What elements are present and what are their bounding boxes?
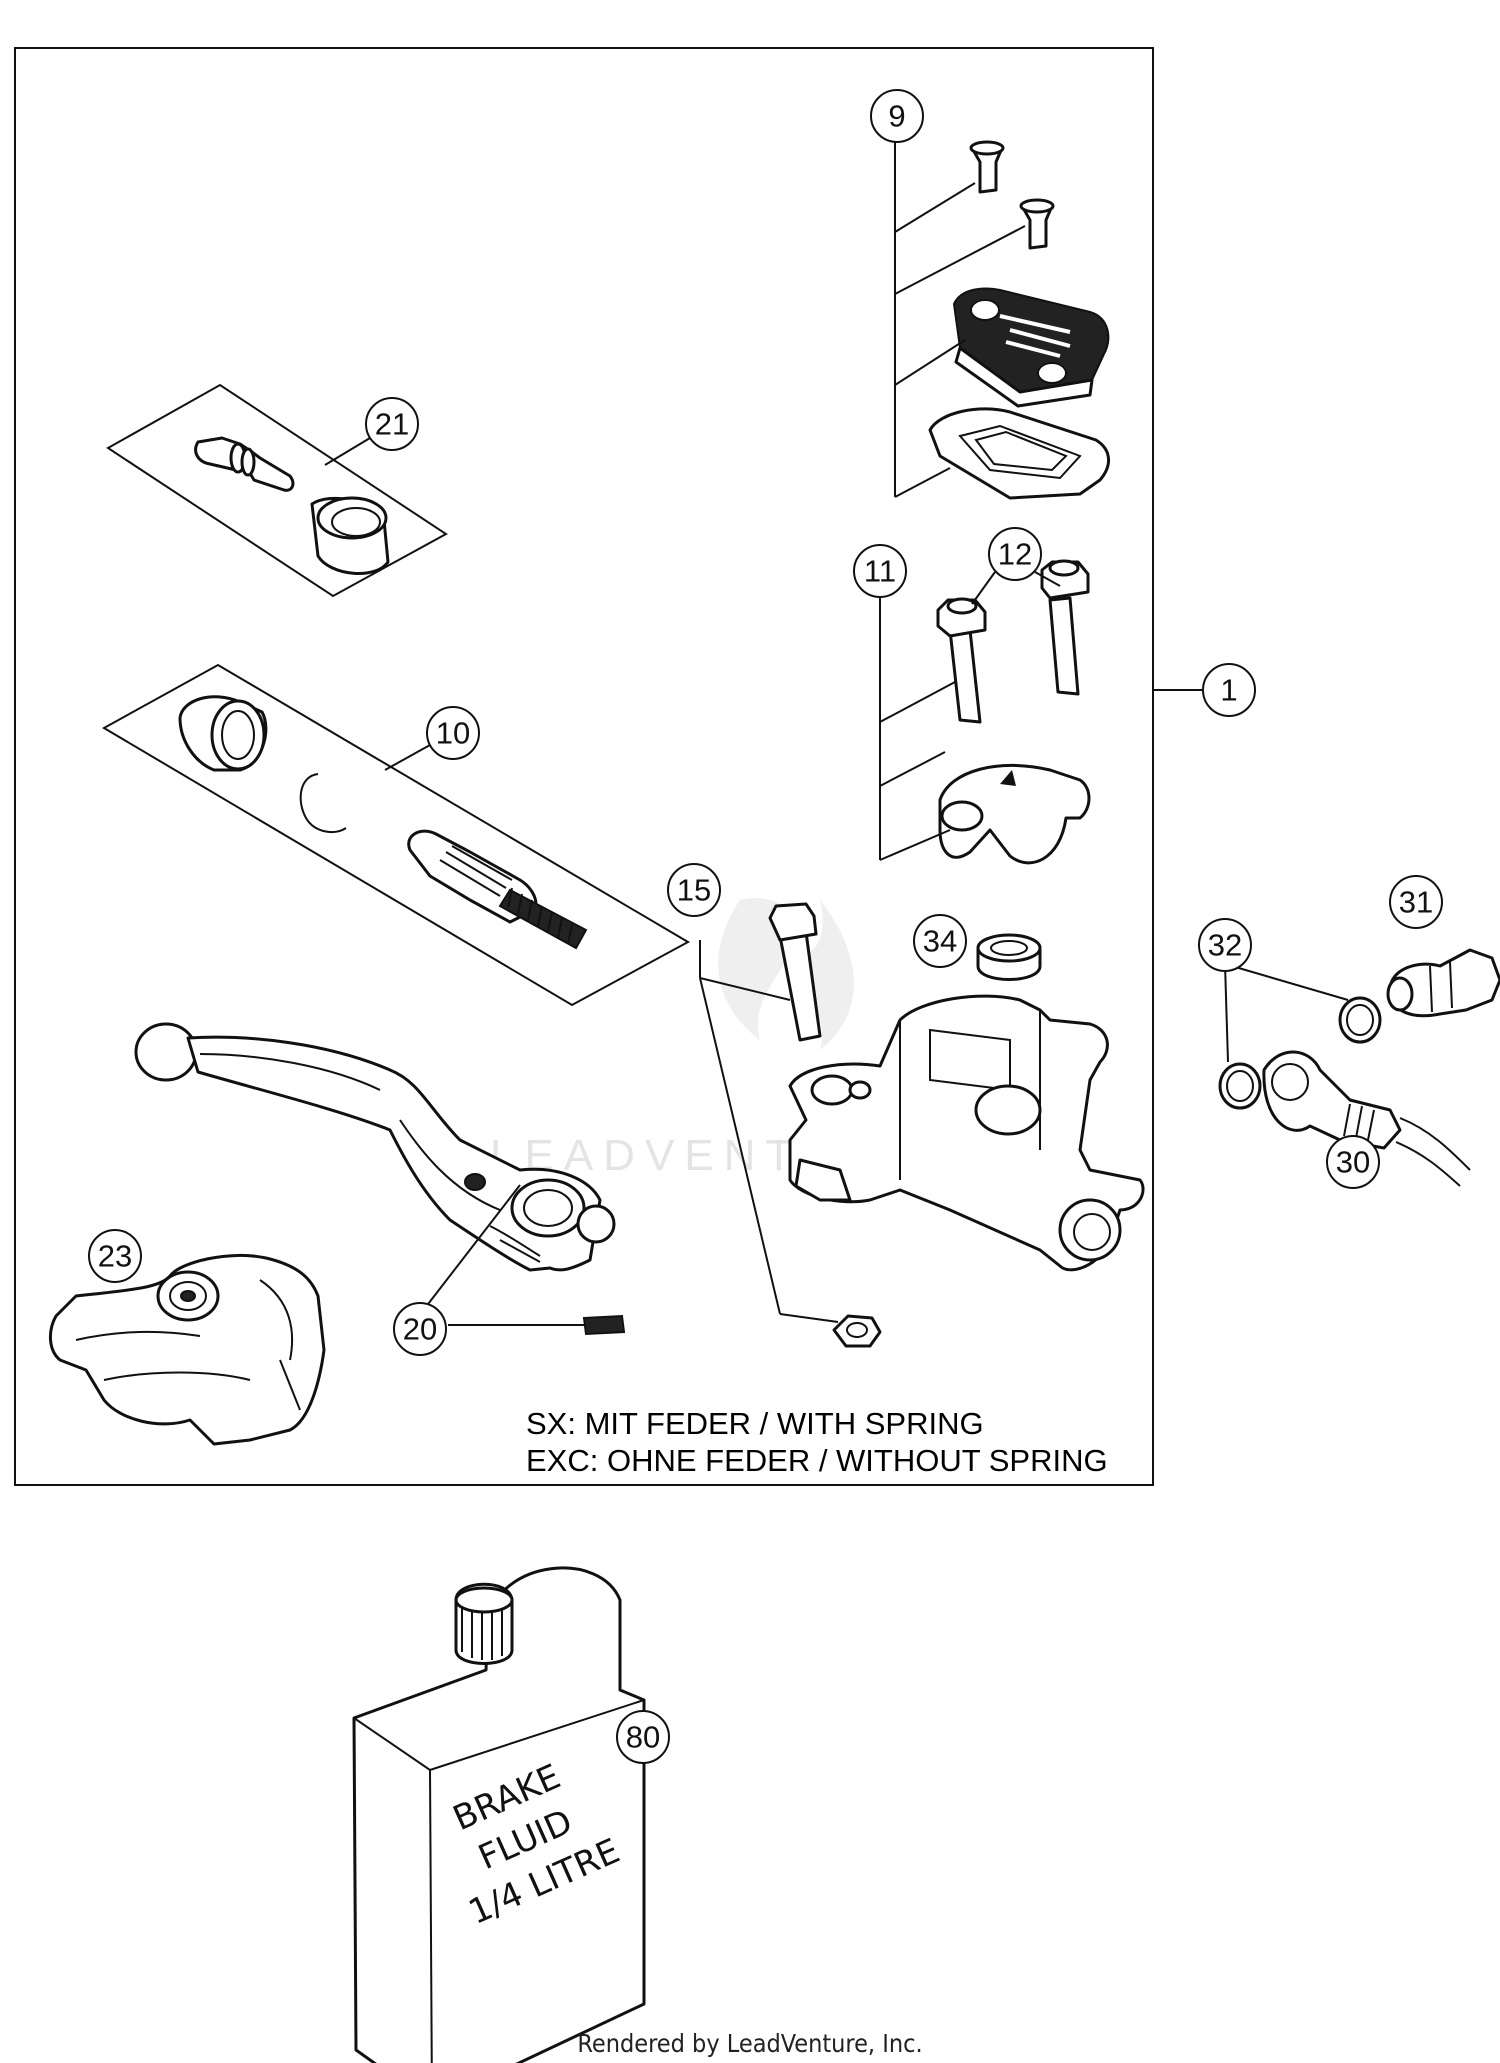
- callout-20: 20: [393, 1302, 447, 1356]
- callout-31: 31: [1389, 875, 1443, 929]
- assembly-frame: [14, 47, 1154, 1486]
- part-15-bolt: [768, 902, 882, 1348]
- callout-9: 9: [870, 89, 924, 143]
- callout-21: 21: [365, 397, 419, 451]
- part-9-kit: [928, 140, 1110, 500]
- leader-11a: [879, 681, 956, 723]
- callout-34: 34: [913, 914, 967, 968]
- part-10-kit: [101, 663, 691, 1007]
- part-11-12-clamp: [936, 559, 1091, 865]
- callout-12-label: 12: [998, 537, 1032, 572]
- part-34-cap: [976, 933, 1042, 981]
- leader-9d: [894, 467, 951, 498]
- leader-10: [384, 744, 431, 771]
- leader-15a: [699, 977, 791, 1001]
- part-80-brake-fluid: BRAKE FLUID 1/4 LITRE: [352, 1566, 646, 2063]
- callout-30: 30: [1326, 1135, 1380, 1189]
- footer-credit: Rendered by LeadVenture, Inc.: [577, 2029, 922, 2058]
- callout-1: 1: [1202, 663, 1256, 717]
- callout-32-label: 32: [1208, 928, 1242, 963]
- leader-15c: [699, 977, 781, 1315]
- leader-20b: [424, 1184, 521, 1309]
- callout-11-label: 11: [864, 554, 896, 589]
- callout-80: 80: [616, 1710, 670, 1764]
- leader-32a: [1224, 963, 1349, 1001]
- callout-15: 15: [667, 863, 721, 917]
- leader-15d: [779, 1313, 839, 1323]
- leader-11c: [879, 829, 951, 861]
- leader-9c: [894, 339, 966, 386]
- part-23-guard: [49, 1254, 326, 1446]
- callout-20-label: 20: [403, 1312, 437, 1347]
- callout-10: 10: [426, 706, 480, 760]
- callout-1-label: 1: [1220, 673, 1237, 708]
- leader-12a: [971, 571, 996, 605]
- callout-12: 12: [988, 527, 1042, 581]
- callout-9-label: 9: [888, 99, 905, 134]
- callout-11: 11: [853, 544, 907, 598]
- leader-9a: [894, 182, 976, 233]
- callout-10-label: 10: [436, 716, 470, 751]
- note-exc: EXC: OHNE FEDER / WITHOUT SPRING: [526, 1443, 1108, 1478]
- part-20-lever: [134, 1022, 626, 1336]
- callout-21-label: 21: [375, 407, 409, 442]
- callout-32: 32: [1198, 918, 1252, 972]
- leader-32b: [1224, 963, 1229, 1063]
- leader-12b: [1034, 571, 1061, 587]
- callout-80-label: 80: [626, 1720, 660, 1755]
- callout-30-label: 30: [1336, 1145, 1370, 1180]
- part-21-kit: [106, 383, 448, 598]
- callout-23: 23: [88, 1229, 142, 1283]
- part-30-31-32-hose: [1218, 948, 1500, 1187]
- leader-9b: [894, 225, 1026, 295]
- callout-31-label: 31: [1399, 885, 1433, 920]
- callout-15-label: 15: [677, 873, 711, 908]
- leader-21: [324, 437, 371, 466]
- master-cylinder-body: [788, 994, 1145, 1272]
- callout-34-label: 34: [923, 924, 957, 959]
- callout-23-label: 23: [98, 1239, 132, 1274]
- leader-11b: [879, 751, 946, 787]
- note-sx: SX: MIT FEDER / WITH SPRING: [526, 1406, 984, 1441]
